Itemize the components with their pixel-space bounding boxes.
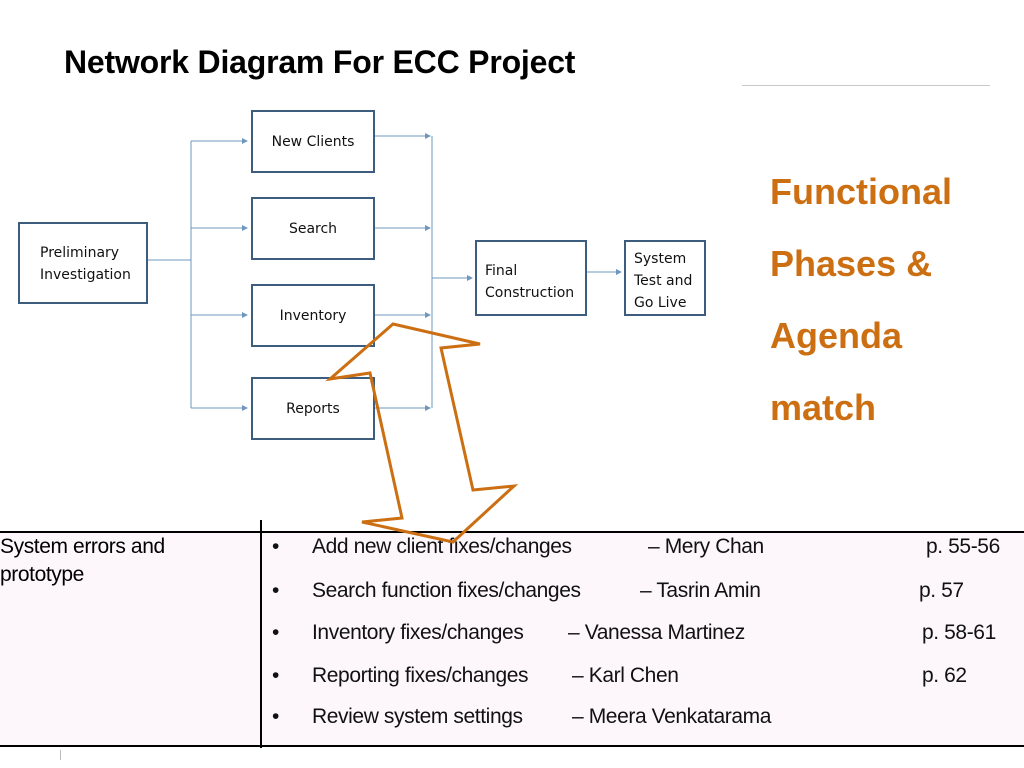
agenda-task: Add new client fixes/changes <box>312 535 572 558</box>
agenda-owner: – Vanessa Martinez <box>568 621 745 644</box>
node-label-line: Final <box>485 263 518 279</box>
node-new-clients: New Clients <box>251 110 375 173</box>
bullet-icon: • <box>272 535 279 558</box>
agenda-page: p. 55-56 <box>926 535 1000 558</box>
agenda-label-line: System errors and <box>0 535 165 558</box>
agenda-table <box>0 531 1024 747</box>
agenda-column-divider <box>260 520 262 748</box>
agenda-item-add-client: • Add new client fixes/changes – Mery Ch… <box>272 535 1012 565</box>
node-label-line: Investigation <box>40 267 131 283</box>
agenda-task: Review system settings <box>312 705 523 728</box>
bullet-icon: • <box>272 664 279 687</box>
agenda-item-search: • Search function fixes/changes – Tasrin… <box>272 579 1012 609</box>
agenda-owner: – Meera Venkatarama <box>572 705 772 728</box>
node-label: Search <box>288 220 338 237</box>
agenda-item-review-settings: • Review system settings – Meera Venkata… <box>272 705 1012 735</box>
node-reports: Reports <box>251 377 375 440</box>
agenda-task: Inventory fixes/changes <box>312 621 524 644</box>
bullet-icon: • <box>272 621 279 644</box>
agenda-task: Reporting fixes/changes <box>312 664 529 687</box>
node-preliminary-investigation: Preliminary Investigation <box>18 222 148 304</box>
agenda-label-line: prototype <box>0 563 84 586</box>
side-note-line: Functional <box>770 171 952 212</box>
side-note-line: Agenda <box>770 315 903 356</box>
node-label-line: Go Live <box>634 295 687 311</box>
side-note-line: Phases & <box>770 243 933 284</box>
agenda-task: Search function fixes/changes <box>312 579 581 602</box>
agenda-owner: – Karl Chen <box>572 664 679 687</box>
node-label-line: Test and <box>634 273 693 289</box>
bullet-icon: • <box>272 579 279 602</box>
agenda-page: p. 62 <box>922 664 967 687</box>
agenda-page: p. 58-61 <box>922 621 996 644</box>
title-divider <box>742 85 990 86</box>
node-label: New Clients <box>271 133 355 150</box>
node-final-construction: Final Construction <box>475 240 587 316</box>
bullet-icon: • <box>272 705 279 728</box>
page-title: Network Diagram For ECC Project <box>64 44 576 80</box>
agenda-item-reporting: • Reporting fixes/changes – Karl Chen p.… <box>272 664 1012 694</box>
node-inventory: Inventory <box>251 284 375 347</box>
agenda-owner: – Mery Chan <box>648 535 764 558</box>
node-system-test-go-live: System Test and Go Live <box>624 240 706 316</box>
agenda-page: p. 57 <box>919 579 964 602</box>
node-search: Search <box>251 197 375 260</box>
node-label: Reports <box>286 400 340 417</box>
side-note-line: match <box>770 387 877 428</box>
node-label-line: Preliminary <box>40 245 120 261</box>
node-label: Inventory <box>279 307 347 324</box>
agenda-owner: – Tasrin Amin <box>640 579 761 602</box>
bottom-tick-mark <box>60 750 61 760</box>
node-label-line: System <box>634 251 687 267</box>
agenda-item-inventory: • Inventory fixes/changes – Vanessa Mart… <box>272 621 1012 651</box>
agenda-row-label: System errors and prototype <box>0 533 250 589</box>
node-label-line: Construction <box>485 285 575 301</box>
side-note: Functional Phases & Agenda match <box>770 170 952 458</box>
